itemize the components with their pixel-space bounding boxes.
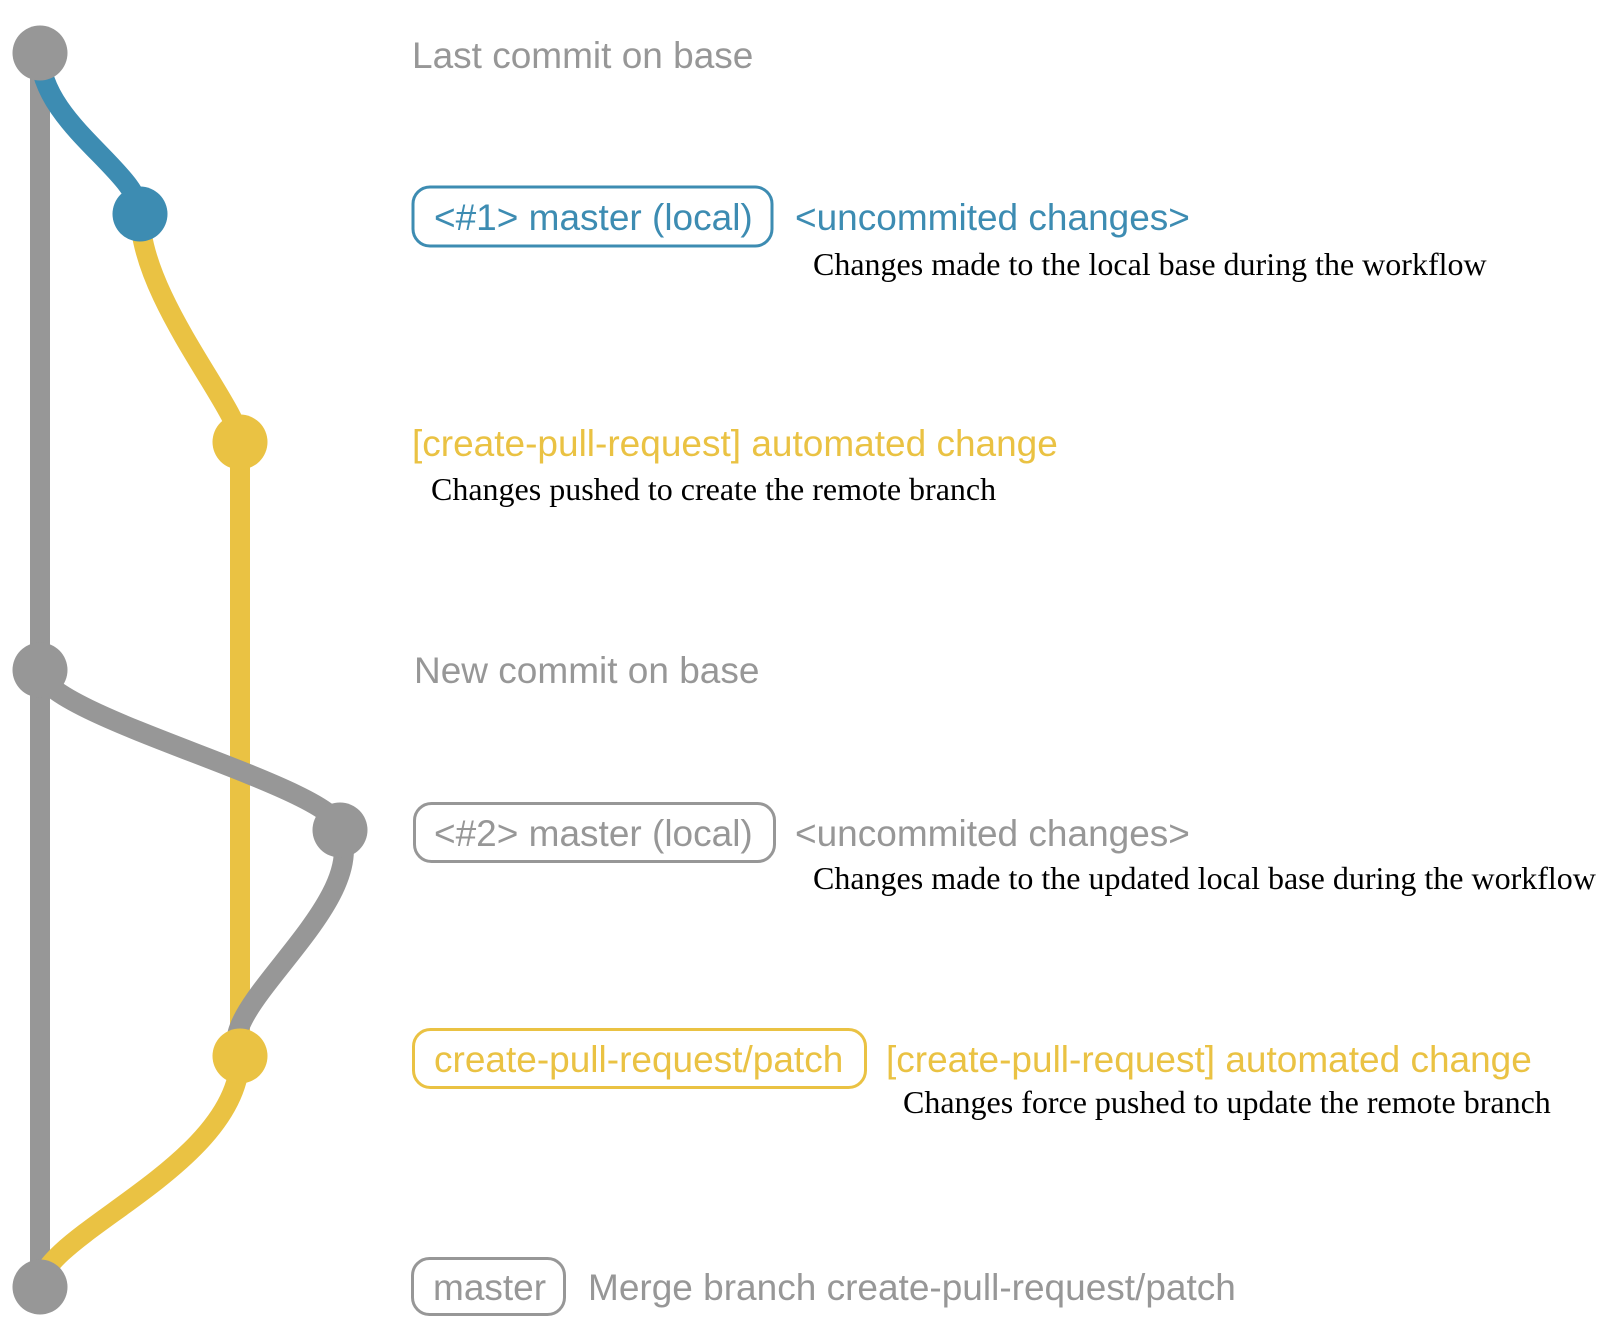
svg-text:Changes pushed to create the r: Changes pushed to create the remote bran… (431, 471, 996, 507)
svg-text:[create-pull-request] automate: [create-pull-request] automated change (886, 1039, 1532, 1080)
svg-text:Merge branch create-pull-reque: Merge branch create-pull-request/patch (588, 1267, 1236, 1308)
svg-text:<#1> master (local): <#1> master (local) (434, 197, 753, 238)
svg-text:<uncommited changes>: <uncommited changes> (795, 197, 1190, 238)
svg-text:New commit on base: New commit on base (414, 650, 759, 691)
svg-text:Changes force pushed to update: Changes force pushed to update the remot… (903, 1084, 1551, 1120)
svg-text:Changes made to the local base: Changes made to the local base during th… (813, 246, 1487, 282)
svg-text:create-pull-request/patch: create-pull-request/patch (434, 1039, 843, 1080)
svg-text:Last commit on base: Last commit on base (412, 35, 753, 76)
svg-text:Changes made to the updated lo: Changes made to the updated local base d… (813, 860, 1596, 896)
svg-text:[create-pull-request] automate: [create-pull-request] automated change (412, 423, 1058, 464)
svg-text:<#2> master (local): <#2> master (local) (434, 813, 753, 854)
svg-text:master: master (433, 1267, 546, 1308)
svg-text:<uncommited changes>: <uncommited changes> (795, 813, 1190, 854)
